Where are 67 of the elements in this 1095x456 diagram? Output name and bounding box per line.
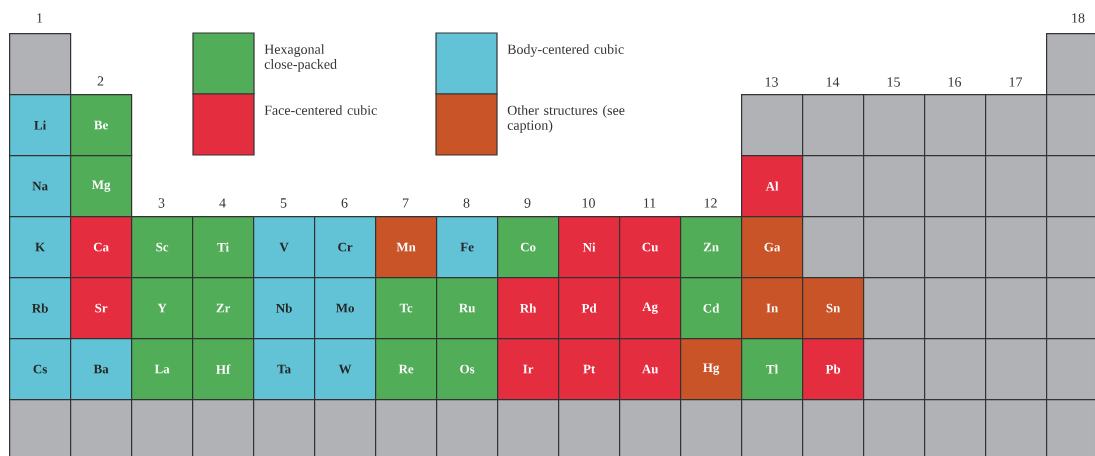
- element-cell: Na: [9, 155, 72, 218]
- element-cell: Re: [375, 338, 438, 401]
- group-number: 17: [1009, 77, 1023, 87]
- legend-label: Hexagonal close-packed: [264, 44, 337, 72]
- empty-cell: [9, 33, 72, 96]
- element-cell: Mo: [314, 277, 377, 340]
- element-cell: Au: [619, 338, 682, 401]
- element-cell: Pb: [802, 338, 865, 401]
- group-number: 11: [644, 198, 656, 208]
- element-cell: Pd: [558, 277, 621, 340]
- element-cell: Hf: [192, 338, 255, 401]
- element-cell: W: [314, 338, 377, 401]
- element-cell: Y: [131, 277, 194, 340]
- group-number: 4: [219, 198, 226, 208]
- element-cell: Mn: [375, 216, 438, 279]
- element-cell: Ir: [497, 338, 560, 401]
- element-cell: Ba: [70, 338, 133, 401]
- group-number: 16: [948, 77, 962, 87]
- element-cell: Cs: [9, 338, 72, 401]
- element-cell: Fe: [436, 216, 499, 279]
- element-cell: Be: [70, 94, 133, 157]
- element-cell: Li: [9, 94, 72, 157]
- group-number: 13: [765, 77, 778, 87]
- element-cell: Tc: [375, 277, 438, 340]
- legend-label: Body-centered cubic: [507, 44, 624, 57]
- element-cell: Mg: [70, 155, 133, 218]
- group-number: 5: [280, 198, 287, 208]
- element-cell: Nb: [253, 277, 316, 340]
- group-number: 15: [887, 77, 900, 87]
- element-cell: Ga: [741, 216, 804, 279]
- element-cell: Rh: [497, 277, 560, 340]
- group-number: 12: [704, 198, 717, 208]
- element-cell: Rb: [9, 277, 72, 340]
- element-cell: Tl: [741, 338, 804, 401]
- element-cell: Hg: [680, 338, 743, 401]
- element-cell: Sc: [131, 216, 194, 279]
- element-cell: Cr: [314, 216, 377, 279]
- group-number: 8: [463, 198, 470, 208]
- element-cell: Ti: [192, 216, 255, 279]
- element-cell: In: [741, 277, 804, 340]
- group-number: 9: [524, 198, 531, 208]
- element-cell: Ni: [558, 216, 621, 279]
- group-number: 14: [826, 77, 840, 87]
- element-cell: Co: [497, 216, 560, 279]
- legend-label: Other structures (see caption): [507, 105, 625, 133]
- element-cell: K: [9, 216, 72, 279]
- element-cell: Cd: [680, 277, 743, 340]
- element-cell: Ta: [253, 338, 316, 401]
- group-number: 10: [582, 198, 595, 208]
- group-number: 6: [341, 198, 348, 208]
- element-cell: Ag: [619, 277, 682, 340]
- element-cell: Pt: [558, 338, 621, 401]
- element-cell: Sr: [70, 277, 133, 340]
- element-cell: Sn: [802, 277, 865, 340]
- element-cell: Cu: [619, 216, 682, 279]
- element-cell: Ru: [436, 277, 499, 340]
- group-number: 7: [402, 198, 409, 208]
- element-cell: Zn: [680, 216, 743, 279]
- element-cell: Zr: [192, 277, 255, 340]
- element-cell: La: [131, 338, 194, 401]
- element-cell: Ca: [70, 216, 133, 279]
- group-number: 2: [97, 76, 104, 86]
- element-cell: Al: [741, 155, 804, 218]
- group-number: 3: [158, 198, 165, 208]
- element-cell: Os: [436, 338, 499, 401]
- element-cell: V: [253, 216, 316, 279]
- legend-label: Face-centered cubic: [264, 105, 377, 115]
